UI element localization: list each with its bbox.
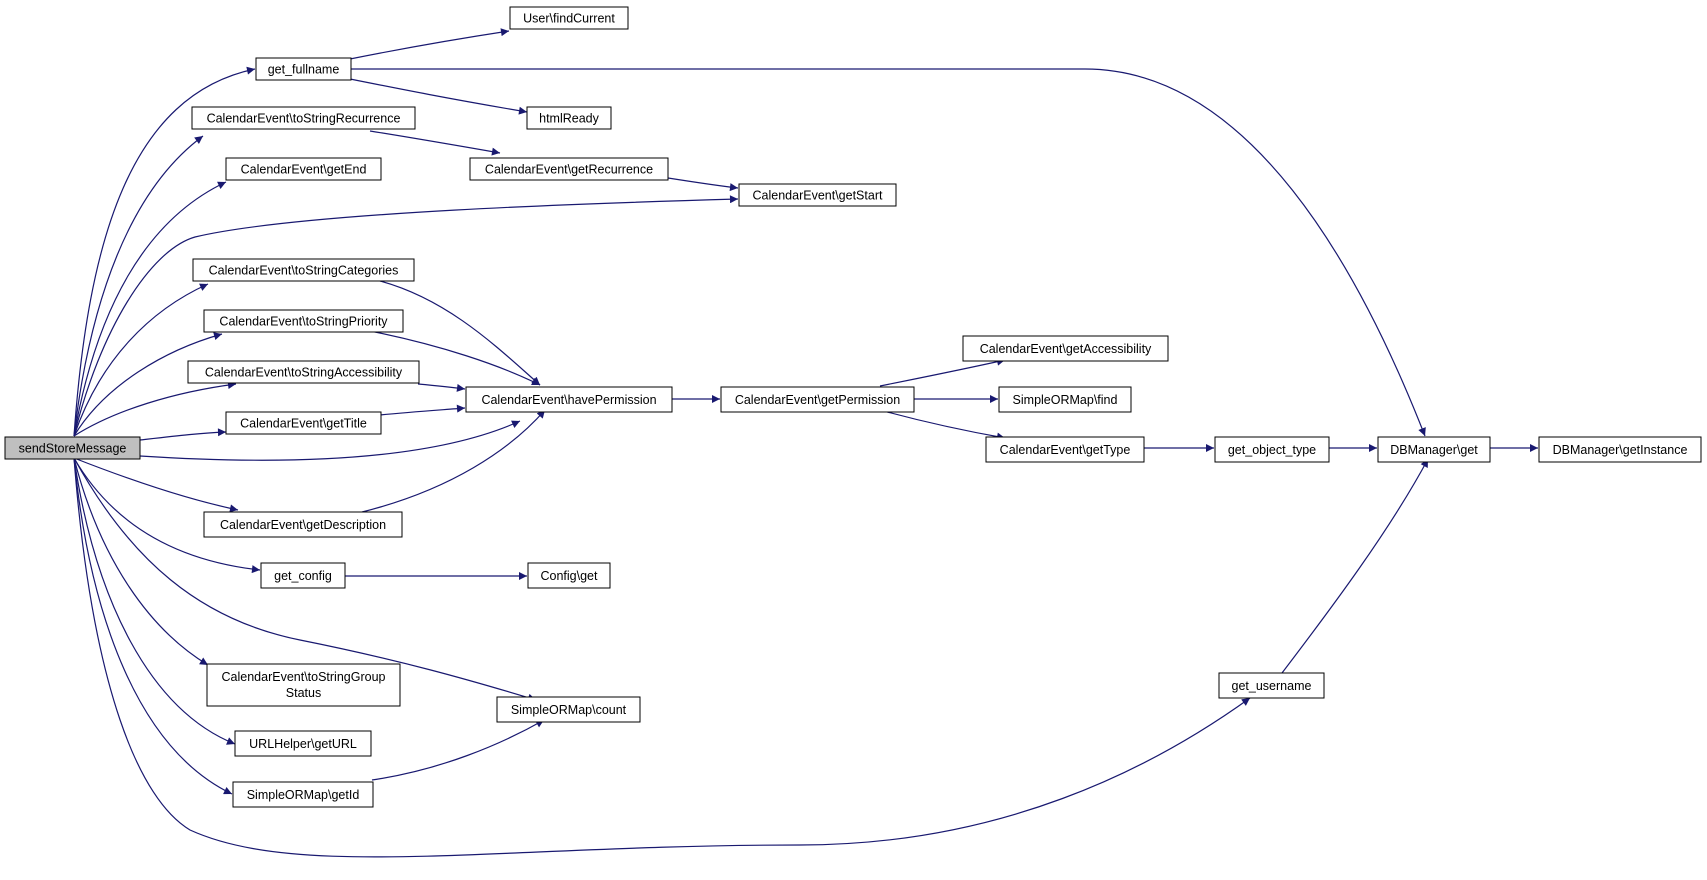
node-label: CalendarEvent\getTitle	[240, 417, 367, 431]
node-label: SimpleORMap\getId	[247, 788, 360, 802]
edge-sendStoreMessage-urlhelper_getURL	[73, 457, 236, 745]
node-getTitle[interactable]: CalendarEvent\getTitle	[225, 411, 382, 435]
node-label: CalendarEvent\getDescription	[220, 518, 386, 532]
node-getRecurrence[interactable]: CalendarEvent\getRecurrence	[469, 157, 669, 181]
node-label: CalendarEvent\getType	[1000, 443, 1131, 457]
node-user_findCurrent[interactable]: User\findCurrent	[509, 6, 629, 30]
node-get_object_type[interactable]: get_object_type	[1214, 436, 1330, 463]
node-label-line1: CalendarEvent\toStringGroup	[222, 670, 386, 684]
node-toStringCategories[interactable]: CalendarEvent\toStringCategories	[192, 258, 415, 282]
edge-getDescription-havePermission	[361, 409, 546, 513]
node-label: get_username	[1232, 679, 1312, 693]
node-get_config[interactable]: get_config	[260, 562, 346, 589]
node-label: CalendarEvent\getAccessibility	[980, 342, 1152, 356]
edge-sendStoreMessage-getEnd	[73, 181, 227, 437]
node-get_fullname[interactable]: get_fullname	[255, 57, 352, 81]
node-getStart[interactable]: CalendarEvent\getStart	[738, 183, 897, 207]
edge-sendStoreMessage-get_username	[73, 457, 1251, 858]
node-simpleormap_count[interactable]: SimpleORMap\count	[496, 696, 641, 723]
node-label: URLHelper\getURL	[249, 737, 357, 751]
node-simpleormap_getId[interactable]: SimpleORMap\getId	[232, 781, 374, 808]
edge-sendStoreMessage-toStringAccessibility	[73, 381, 237, 437]
node-label-line2: Status	[286, 686, 321, 700]
node-label: get_config	[274, 569, 332, 583]
node-getDescription[interactable]: CalendarEvent\getDescription	[203, 511, 403, 538]
node-dbmanager_get[interactable]: DBManager\get	[1377, 436, 1491, 463]
edge-sendStoreMessage-simpleormap_count	[73, 457, 537, 702]
edge-sendStoreMessage-toStringGroupStatus	[73, 457, 209, 666]
node-label: SimpleORMap\count	[511, 703, 627, 717]
node-label: SimpleORMap\find	[1013, 393, 1118, 407]
edge-sendStoreMessage-getDescription	[73, 457, 239, 513]
node-getPermission[interactable]: CalendarEvent\getPermission	[720, 386, 915, 413]
edge-toStringAccessibility-havePermission	[417, 383, 466, 392]
node-label: CalendarEvent\getEnd	[241, 163, 367, 177]
edge-get_username-dbmanager_get	[1281, 458, 1429, 674]
edge-sendStoreMessage-toStringPriority	[73, 332, 223, 437]
node-label: get_fullname	[268, 63, 340, 77]
node-label: CalendarEvent\toStringPriority	[219, 315, 388, 329]
edge-sendStoreMessage-get_fullname	[73, 66, 256, 437]
edge-sendStoreMessage-get_config	[73, 457, 261, 574]
edge-sendStoreMessage-simpleormap_getId	[73, 457, 233, 795]
node-getAccessibility[interactable]: CalendarEvent\getAccessibility	[962, 335, 1169, 362]
node-getEnd[interactable]: CalendarEvent\getEnd	[225, 157, 382, 181]
edge-sendStoreMessage-toStringCategories	[73, 283, 209, 437]
node-label: htmlReady	[539, 112, 599, 126]
node-label: CalendarEvent\toStringAccessibility	[205, 366, 403, 380]
edge-get_fullname-htmlReady	[349, 78, 528, 115]
edge-toStringRecurrence-getRecurrence	[369, 130, 501, 156]
node-label: CalendarEvent\getStart	[753, 189, 883, 203]
node-label: User\findCurrent	[523, 12, 615, 26]
node-havePermission[interactable]: CalendarEvent\havePermission	[465, 386, 673, 413]
node-label: CalendarEvent\toStringRecurrence	[207, 112, 401, 126]
node-get_username[interactable]: get_username	[1218, 672, 1325, 699]
node-htmlReady[interactable]: htmlReady	[526, 106, 612, 130]
node-toStringRecurrence[interactable]: CalendarEvent\toStringRecurrence	[191, 106, 416, 130]
node-sendStoreMessage[interactable]: sendStoreMessage	[4, 436, 141, 460]
node-label: DBManager\get	[1390, 443, 1478, 457]
node-dbmanager_getInstance[interactable]: DBManager\getInstance	[1538, 436, 1702, 463]
edge-sendStoreMessage-getTitle	[139, 428, 227, 441]
edge-getPermission-getAccessibility	[879, 357, 1006, 387]
edge-simpleormap_getId-simpleormap_count	[371, 719, 545, 781]
edge-toStringPriority-havePermission	[369, 330, 541, 386]
node-label: sendStoreMessage	[19, 442, 127, 456]
node-label: CalendarEvent\toStringCategories	[209, 264, 399, 278]
edge-getTitle-havePermission	[379, 404, 466, 416]
node-urlhelper_getURL[interactable]: URLHelper\getURL	[234, 730, 372, 757]
edge-get_fullname-user_findCurrent	[349, 28, 510, 60]
node-getType[interactable]: CalendarEvent\getType	[985, 436, 1145, 463]
edge-sendStoreMessage-getStart	[73, 195, 739, 437]
node-label: CalendarEvent\getRecurrence	[485, 163, 653, 177]
node-config_get[interactable]: Config\get	[527, 562, 611, 589]
edge-toStringCategories-havePermission	[379, 280, 541, 386]
node-toStringAccessibility[interactable]: CalendarEvent\toStringAccessibility	[187, 360, 420, 384]
node-toStringPriority[interactable]: CalendarEvent\toStringPriority	[203, 309, 404, 333]
node-label: CalendarEvent\havePermission	[481, 393, 656, 407]
edge-get_fullname-dbmanager_get	[350, 68, 1426, 437]
node-label: DBManager\getInstance	[1553, 443, 1688, 457]
node-label: get_object_type	[1228, 443, 1316, 457]
node-simpleormap_find[interactable]: SimpleORMap\find	[998, 386, 1132, 413]
edge-getRecurrence-getStart	[667, 177, 739, 192]
edge-sendStoreMessage-havePermission	[139, 420, 521, 461]
node-label: CalendarEvent\getPermission	[735, 393, 900, 407]
edge-getPermission-getType	[879, 409, 1006, 441]
node-label: Config\get	[541, 569, 599, 583]
node-toStringGroupStatus[interactable]: CalendarEvent\toStringGroup Status	[206, 663, 401, 707]
edge-sendStoreMessage-toStringRecurrence	[73, 135, 204, 437]
